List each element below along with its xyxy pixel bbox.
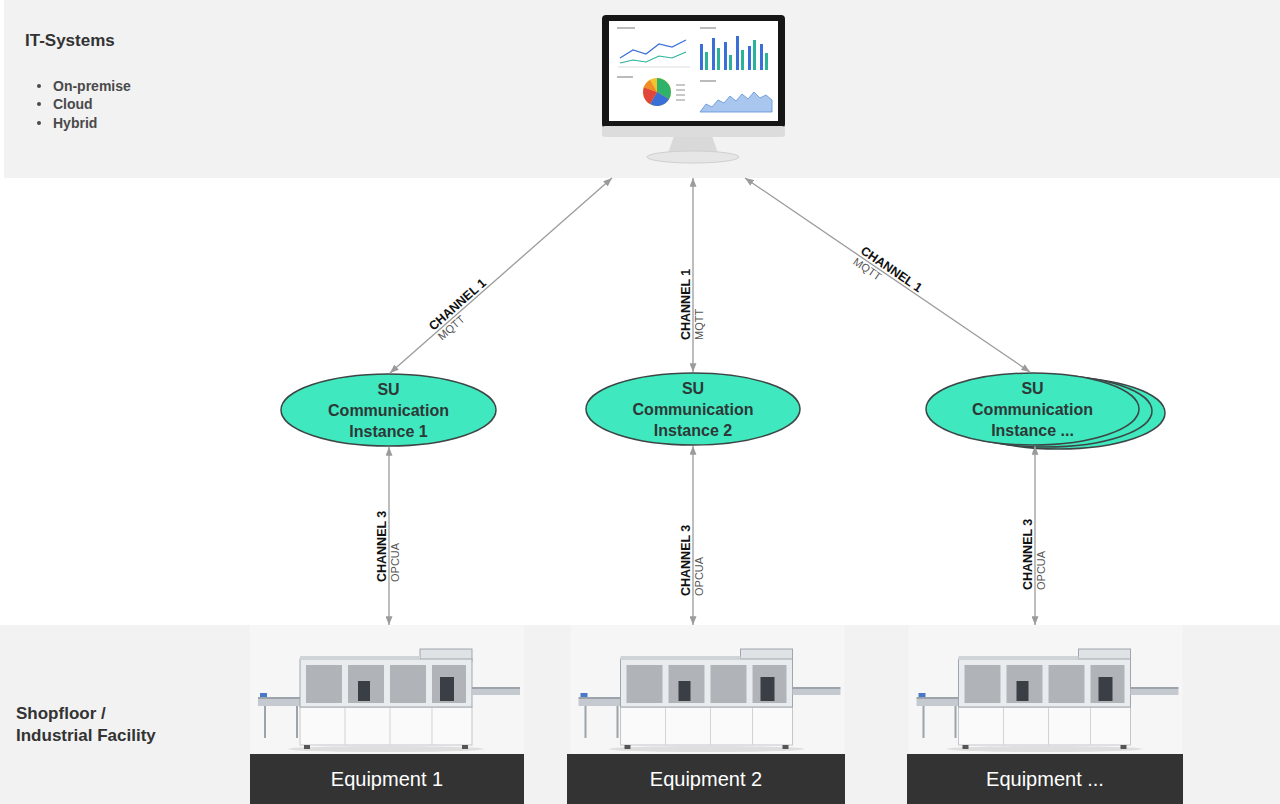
instance-ellipse bbox=[281, 374, 496, 446]
instance-ellipse bbox=[586, 373, 800, 445]
chart-bar bbox=[765, 53, 768, 70]
channel-label: CHANNEL 3 OPCUA bbox=[1022, 498, 1048, 590]
chart-bar bbox=[717, 48, 720, 70]
equipment-label: Equipment 2 bbox=[567, 754, 845, 804]
instance-label: SU Communication Instance ... bbox=[965, 378, 1100, 441]
panel-title-bar bbox=[700, 27, 716, 29]
pie-slice bbox=[650, 92, 669, 106]
bullet-item: Cloud bbox=[53, 95, 93, 113]
panel-title-bar bbox=[617, 27, 635, 29]
bullet-item: Hybrid bbox=[53, 114, 97, 132]
communication-instance: SU Communication Instance 2 bbox=[585, 372, 801, 446]
channel-label: CHANNEL 1 MQTT bbox=[680, 248, 706, 340]
shopfloor-band: Shopfloor / Industrial FacilityEquipment… bbox=[0, 625, 1280, 804]
bullet-item: On-premise bbox=[53, 77, 131, 95]
line-series bbox=[620, 52, 686, 63]
chart-bar bbox=[705, 52, 708, 70]
pie-legend-mark bbox=[676, 89, 685, 91]
chart-bar bbox=[753, 40, 756, 70]
connector-arrow bbox=[745, 178, 1030, 372]
chart-bar bbox=[712, 38, 715, 70]
instance-ellipse bbox=[926, 373, 1139, 445]
chart-bar bbox=[736, 36, 739, 70]
pie-legend-mark bbox=[676, 99, 685, 101]
pie-slice bbox=[643, 87, 657, 104]
equipment-label: Equipment ... bbox=[907, 754, 1183, 804]
equipment-box: Equipment ... bbox=[907, 625, 1183, 804]
band-heading: IT-Systems bbox=[25, 30, 115, 52]
machine-illustration bbox=[571, 625, 845, 754]
pie-legend-mark bbox=[676, 94, 685, 96]
pie-slice bbox=[644, 80, 657, 92]
chart-bar bbox=[748, 46, 751, 70]
connector-group bbox=[389, 178, 1035, 625]
chart-bar bbox=[741, 50, 744, 70]
chart-bar bbox=[700, 44, 703, 70]
equipment-box: Equipment 1 bbox=[250, 625, 524, 804]
communication-instance: SU Communication Instance 1 bbox=[280, 373, 497, 447]
line-series bbox=[620, 40, 686, 58]
connector-arrow bbox=[388, 447, 389, 625]
connector-arrow bbox=[692, 178, 693, 372]
chart-bar bbox=[729, 55, 732, 70]
monitor-screen bbox=[609, 21, 778, 121]
channel-label: CHANNEL 1 MQTT bbox=[427, 263, 513, 343]
monitor-illustration bbox=[602, 15, 785, 163]
monitor-base bbox=[647, 151, 739, 163]
band-heading: Shopfloor / Industrial Facility bbox=[16, 703, 176, 747]
machine-illustration bbox=[250, 625, 524, 754]
connector-arrow bbox=[390, 178, 612, 373]
chart-bar bbox=[724, 42, 727, 70]
equipment-label: Equipment 1 bbox=[250, 754, 524, 804]
chart-axis bbox=[618, 67, 690, 68]
instance-label: SU Communication Instance 1 bbox=[321, 379, 456, 442]
channel-label: CHANNEL 3 OPCUA bbox=[680, 504, 706, 596]
panel-title-bar bbox=[617, 76, 633, 78]
pie-slice bbox=[657, 78, 671, 99]
machine-illustration bbox=[909, 625, 1183, 754]
connector-arrow bbox=[692, 446, 693, 625]
chart-bar bbox=[760, 44, 763, 70]
monitor-neck bbox=[668, 136, 718, 153]
pie-chart bbox=[643, 78, 671, 106]
connector-arrow bbox=[1034, 446, 1035, 625]
pie-legend-mark bbox=[676, 84, 685, 86]
panel-title-bar bbox=[700, 80, 716, 82]
instance-label: SU Communication Instance 2 bbox=[626, 378, 761, 441]
channel-label: CHANNEL 3 OPCUA bbox=[376, 490, 402, 582]
monitor-chin bbox=[602, 126, 785, 137]
area-chart bbox=[700, 92, 772, 112]
monitor-bezel bbox=[602, 15, 785, 128]
system-band: IT-SystemsOn-premiseCloudHybrid bbox=[4, 0, 1280, 178]
communication-instance: SU Communication Instance ... bbox=[925, 372, 1140, 446]
channel-label: CHANNEL 1 MQTT bbox=[851, 244, 942, 317]
equipment-box: Equipment 2 bbox=[567, 625, 845, 804]
